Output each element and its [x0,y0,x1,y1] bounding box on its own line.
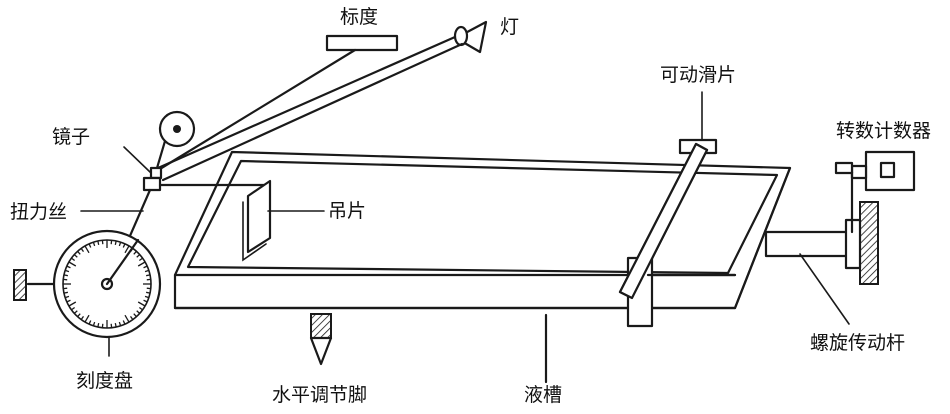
movable-slider [618,138,737,328]
label-revolution-counter: 转数计数器 [836,120,932,142]
label-torsion-wire: 扭力丝 [10,201,68,223]
dial-tick [88,243,92,248]
dial-tick [133,313,137,318]
dial-tick [122,320,126,325]
dial-knob [13,269,56,301]
dial-tick [144,269,150,273]
dial-tick [64,295,70,299]
revolution-counter [834,150,916,234]
dial-tick [138,257,143,262]
wire-reel [155,110,196,170]
label-trough: 液槽 [524,384,563,406]
dial-tick [137,301,146,307]
label-hanging-plate: 吊片 [328,200,367,222]
dial-tick [143,265,148,269]
dial-tick [133,250,137,255]
screw-rod [764,201,879,285]
dial-tick [138,306,143,311]
dial-tick [63,274,69,277]
dial-tick [114,322,117,328]
label-screw-rod: 螺旋传动杆 [810,332,906,354]
dial-tick [124,245,130,254]
scale-bar [325,34,399,52]
dial-tick [118,321,122,327]
dial-tick [80,315,85,320]
label-scale: 标度 [340,6,379,28]
label-mirror: 镜子 [52,126,91,148]
leveling-foot [309,313,333,366]
dial-tick [84,245,90,254]
dial-tick [84,314,90,323]
dial-tick [68,261,77,267]
dial-tick [80,248,85,253]
dial-tick [137,261,146,267]
dial-tick [118,241,122,247]
dial-tick [92,321,96,327]
label-leveling-foot: 水平调节脚 [272,384,368,406]
dial-tick [136,254,141,258]
lamp [453,20,488,54]
dial-tick [97,240,100,246]
dial-tick [124,314,130,323]
label-lamp: 灯 [500,16,520,38]
hanging-plate [242,179,272,262]
dial-tick [114,240,117,246]
dial-tick [73,310,78,314]
dial-tick [145,291,151,294]
dial-tick [88,320,92,325]
light-beams [153,35,464,182]
label-dial: 刻度盘 [76,370,134,392]
dial-tick [97,322,100,328]
mirror [142,166,163,192]
dial-tick [129,315,134,320]
dial-tick [144,295,150,299]
dial-tick [64,269,70,273]
dial-tick [92,241,96,247]
dial-tick [63,291,69,294]
dial-tick [77,313,81,318]
dial-tick [143,299,148,303]
leader-lines [80,91,850,384]
dial-tick [77,250,81,255]
label-movable-slider: 可动滑片 [660,64,737,86]
dial [52,229,162,339]
dial-ticks [63,240,151,328]
dial-tick [66,299,71,303]
dial-tick [122,243,126,248]
dial-tick [73,254,78,258]
dial-tick [136,310,141,314]
dial-tick [66,265,71,269]
dial-tick [71,306,76,311]
dial-tick [68,301,77,307]
dial-tick [145,274,151,277]
dial-tick [71,257,76,262]
